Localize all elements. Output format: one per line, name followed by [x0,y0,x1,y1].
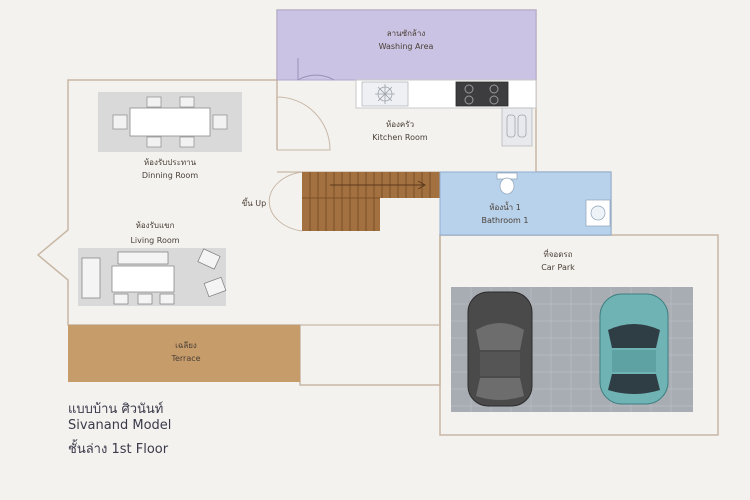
bathroom-label-th: ห้องน้ำ 1 [489,201,521,212]
washing-label-en: Washing Area [379,42,434,51]
burner-icons [464,84,499,105]
bathroom-label-en: Bathroom 1 [482,216,529,225]
fridge-icon [501,107,533,147]
dark-car-icon [467,291,533,407]
stair-arrow-icon [330,180,427,190]
washing-door-arc [297,74,335,81]
model-title-th: แบบบ้าน ศิวนันท์ [68,402,164,417]
fridge-handle-icon-2 [517,114,527,138]
stove-icon [455,81,509,107]
dining-table-icon [112,96,228,148]
kitchen-label-th: ห้องครัว [386,120,414,129]
bathroom-room [439,171,612,236]
floor-title: ชั้นล่าง 1st Floor [68,442,169,457]
sink-drain-icon [375,84,395,104]
terrace-room [68,325,300,382]
staircase [268,171,440,232]
stairs-label: ขึ้น Up [242,197,266,208]
terrace-label-en: Terrace [170,354,200,363]
dining-label-th: ห้องรับประทาน [144,158,197,167]
washing-label-th: ลานซักล้าง [387,29,426,38]
fridge-handle-icon [506,114,516,138]
living-label-th: ห้องรับแขก [136,221,175,230]
dining-label-en: Dinning Room [142,171,198,180]
model-title-en: Sivanand Model [68,418,172,433]
teal-car-icon [599,293,669,405]
carpark-label-th: ที่จอดรถ [543,248,572,259]
washbasin-icon [585,199,611,227]
sofa-set-icon [81,248,227,305]
terrace-label-th: เฉลียง [175,341,197,350]
kitchen-label-en: Kitchen Room [372,133,428,142]
living-label-en: Living Room [130,236,179,245]
carpark-label-en: Car Park [541,263,575,272]
kitchen-door [276,96,331,151]
toilet-icon [496,172,518,195]
